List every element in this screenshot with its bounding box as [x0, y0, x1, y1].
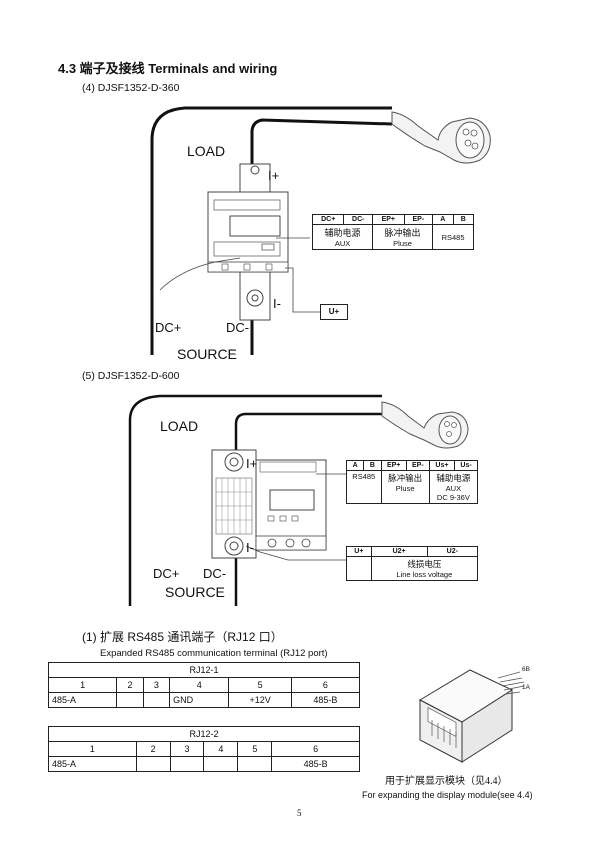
- terminal-desc-en: Pluse: [393, 239, 412, 248]
- diagram1-i-minus: I-: [273, 296, 281, 311]
- voltage-header: U2+: [370, 546, 428, 557]
- terminal-desc-cn: 脉冲输出: [384, 228, 421, 238]
- pin-number: 2: [116, 677, 144, 693]
- diagram2-source-label: SOURCE: [165, 584, 225, 600]
- rj12-2-table: RJ12-2 1 2 3 4 5 6 485-A 485-B: [48, 726, 360, 772]
- pin-number: 6: [290, 677, 361, 693]
- rj12-1-title: RJ12-1: [48, 662, 360, 678]
- pin-number: 4: [203, 741, 239, 757]
- terminal-desc-cn: 辅助电源: [436, 473, 471, 483]
- terminal-header: EP+: [372, 214, 405, 225]
- terminal-desc-cn: 脉冲输出: [388, 473, 423, 483]
- page-number: 5: [297, 808, 302, 818]
- display-caption-en: For expanding the display module(see 4.4…: [362, 790, 533, 800]
- diagram1-load-label: LOAD: [187, 143, 226, 159]
- rj12-2-title: RJ12-2: [48, 726, 360, 742]
- voltage-desc-cn: 线损电压: [407, 559, 442, 569]
- connector-pin-6b-label: 6B: [522, 666, 530, 673]
- pin-number: 3: [142, 677, 171, 693]
- meter1-body: [207, 191, 289, 273]
- terminal-header: Us-: [454, 460, 478, 471]
- pin-value: GND: [169, 692, 230, 708]
- voltage-header: U+: [346, 546, 372, 557]
- pin-value: [237, 756, 273, 772]
- diagram1-dc-plus: DC+: [155, 320, 182, 335]
- diagram1-i-plus: I+: [268, 168, 280, 183]
- terminal-desc-cn: 辅助电源: [324, 228, 361, 238]
- meter2-body: [255, 459, 327, 551]
- pin-number: 1: [47, 677, 118, 693]
- voltage-desc-en: Line loss voltage: [396, 570, 453, 579]
- terminal-header: A: [432, 214, 454, 225]
- terminal-header: A: [345, 460, 365, 471]
- terminal-desc-cn: RS485: [441, 232, 465, 242]
- diagram2-dc-plus: DC+: [153, 566, 180, 581]
- diagram1-subtitle: (4) DJSF1352-D-360: [82, 82, 180, 94]
- pin-value: 485-A: [48, 756, 137, 772]
- terminal-desc-en: Pluse: [395, 484, 415, 493]
- pin-value: [169, 756, 205, 772]
- pin-value: 485-A: [47, 692, 118, 708]
- rs485-heading: (1) 扩展 RS485 通讯端子（RJ12 口）: [82, 630, 283, 644]
- pin-value: +12V: [228, 692, 292, 708]
- terminal-header: EP-: [403, 214, 434, 225]
- pin-number: 1: [48, 741, 137, 757]
- terminal-header: DC-: [343, 214, 374, 225]
- terminal-desc-en: AUX: [445, 484, 462, 493]
- terminal-header: B: [452, 214, 475, 225]
- connector-pin-1a-label: 1A: [522, 684, 530, 691]
- pin-number: 4: [169, 677, 230, 693]
- pin-value: [142, 692, 171, 708]
- terminal-header: B: [363, 460, 382, 471]
- pin-number: 3: [169, 741, 205, 757]
- pin-value: 485-B: [290, 692, 361, 708]
- section-title: 4.3 端子及接线 Terminals and wiring: [58, 61, 278, 76]
- diagram1-dc-minus: DC-: [226, 320, 250, 335]
- diagram1-source-label: SOURCE: [177, 346, 237, 362]
- pin-number: 6: [271, 741, 360, 757]
- display-caption-cn: 用于扩展显示模块（见4.4）: [385, 776, 508, 787]
- pin-value: 485-B: [271, 756, 360, 772]
- diagram1-u-plus-box: U+: [320, 304, 348, 320]
- voltage-header: U2-: [426, 546, 479, 557]
- pin-value: [135, 756, 171, 772]
- rs485-caption: Expanded RS485 communication terminal (R…: [100, 648, 328, 659]
- terminal-desc-cn: RS485: [352, 472, 376, 481]
- pin-value: [116, 692, 144, 708]
- terminal-header: EP+: [380, 460, 407, 471]
- pin-number: 5: [237, 741, 273, 757]
- terminal-header: Us+: [428, 460, 456, 471]
- pin-number: 2: [135, 741, 171, 757]
- rj12-1-table: RJ12-1 1 2 3 4 5 6 485-A GND +12V 485-B: [47, 662, 361, 708]
- pin-value: [203, 756, 239, 772]
- charging-plug-icon: [381, 401, 469, 449]
- terminal-desc-en: AUX: [334, 239, 351, 248]
- diagram2-i-plus: I+: [246, 456, 258, 471]
- rj12-connector-icon: [418, 669, 525, 763]
- diagram2-load-label: LOAD: [160, 418, 199, 434]
- terminal-header: DC+: [311, 214, 345, 225]
- pin-number: 5: [228, 677, 292, 693]
- charging-plug-icon: [391, 111, 491, 164]
- terminal-desc-extra: DC 9-36V: [436, 493, 470, 502]
- diagram2-dc-minus: DC-: [203, 566, 227, 581]
- terminal-header: EP-: [405, 460, 430, 471]
- diagram2-subtitle: (5) DJSF1352-D-600: [82, 370, 180, 382]
- diagram2-i-minus: I-: [246, 540, 254, 555]
